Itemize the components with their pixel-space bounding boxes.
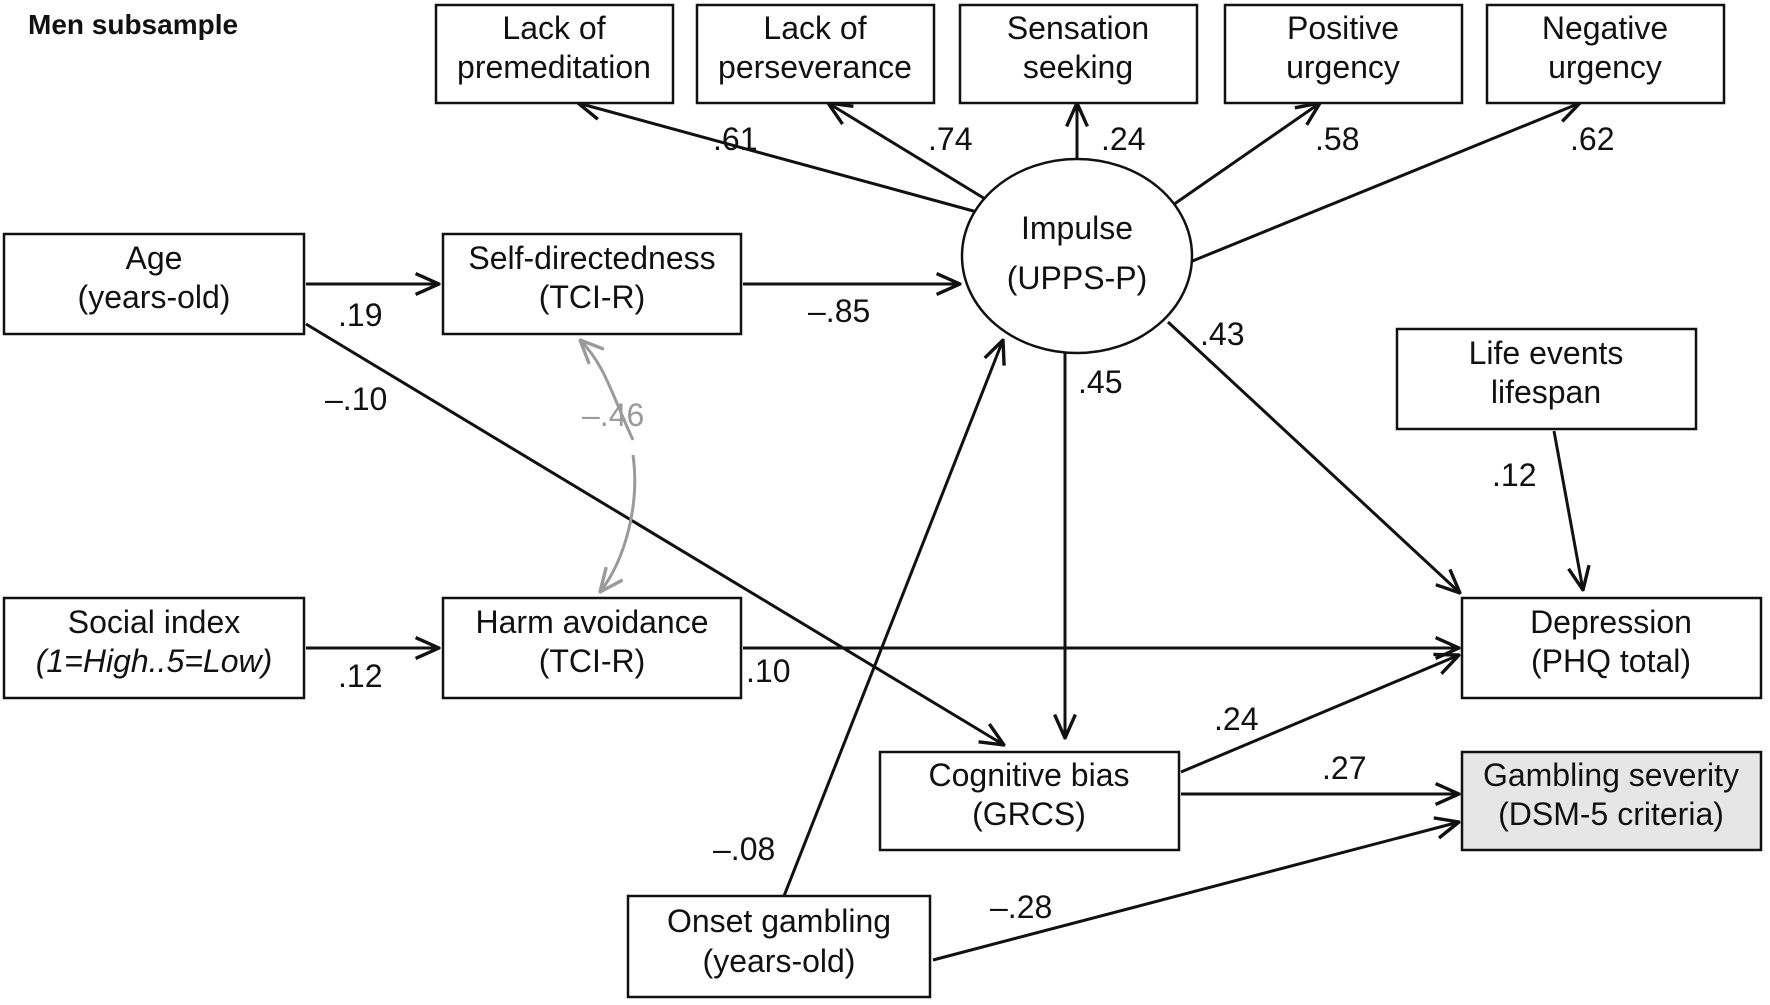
svg-text:Life events: Life events bbox=[1469, 335, 1624, 371]
coef-life-events-depression: .12 bbox=[1492, 457, 1536, 493]
coef-harm-depression: .10 bbox=[746, 653, 790, 689]
svg-text:urgency: urgency bbox=[1286, 49, 1400, 85]
edge-life-events-depression bbox=[1552, 430, 1583, 590]
svg-text:seeking: seeking bbox=[1023, 49, 1133, 85]
coef-onset-impulse: –.08 bbox=[713, 831, 775, 867]
coefficient-labels: .61 .74 .24 .58 .62 .19 –.85 –.10 –.46 .… bbox=[325, 121, 1614, 925]
node-gambling-severity: Gambling severity (DSM-5 criteria) bbox=[1460, 750, 1763, 852]
svg-text:(PHQ total): (PHQ total) bbox=[1531, 643, 1691, 679]
node-negative-urgency: Negative urgency bbox=[1485, 3, 1726, 105]
coef-self-dir-impulse: –.85 bbox=[808, 293, 870, 329]
svg-text:(years-old): (years-old) bbox=[78, 279, 231, 315]
diagram-title: Men subsample bbox=[28, 9, 238, 40]
svg-text:Age: Age bbox=[126, 240, 183, 276]
coef-impulse-cog-bias: .45 bbox=[1078, 364, 1122, 400]
svg-text:Depression: Depression bbox=[1530, 604, 1692, 640]
svg-text:Lack of: Lack of bbox=[763, 10, 866, 46]
coef-age-self-dir: .19 bbox=[338, 297, 382, 333]
svg-text:(years-old): (years-old) bbox=[703, 943, 856, 979]
coef-impulse-premeditation: .61 bbox=[713, 121, 757, 157]
node-life-events: Life events lifespan bbox=[1395, 327, 1698, 431]
svg-text:perseverance: perseverance bbox=[718, 49, 912, 85]
node-harm-avoidance: Harm avoidance (TCI-R) bbox=[441, 596, 743, 700]
coef-impulse-perseverance: .74 bbox=[928, 121, 972, 157]
svg-text:(GRCS): (GRCS) bbox=[972, 796, 1086, 832]
svg-text:urgency: urgency bbox=[1548, 49, 1662, 85]
node-lack-of-premeditation: Lack of premeditation bbox=[434, 3, 675, 105]
coef-age-cog-bias: –.10 bbox=[325, 381, 387, 417]
edge-impulse-neg-urgency bbox=[1189, 103, 1580, 264]
node-onset-gambling: Onset gambling (years-old) bbox=[626, 894, 932, 999]
node-social-index: Social index (1=High..5=Low) bbox=[2, 596, 306, 700]
svg-text:Negative: Negative bbox=[1542, 10, 1668, 46]
edge-onset-impulse bbox=[782, 340, 1003, 897]
edge-cog-bias-depression bbox=[1180, 655, 1459, 774]
svg-text:(1=High..5=Low): (1=High..5=Low) bbox=[36, 643, 273, 679]
svg-text:premeditation: premeditation bbox=[457, 49, 651, 85]
node-sensation-seeking: Sensation seeking bbox=[958, 3, 1199, 105]
svg-text:Impulse: Impulse bbox=[1021, 210, 1133, 246]
svg-text:(TCI-R): (TCI-R) bbox=[539, 279, 646, 315]
edge-correlation-to-harm bbox=[600, 454, 637, 592]
svg-text:Onset gambling: Onset gambling bbox=[667, 903, 891, 939]
edge-age-cog-bias bbox=[305, 322, 1004, 745]
svg-text:Lack of: Lack of bbox=[502, 10, 605, 46]
edge-impulse-pos-urgency bbox=[1169, 103, 1320, 209]
node-lack-of-perseverance: Lack of perseverance bbox=[695, 3, 936, 105]
svg-text:(DSM-5 criteria): (DSM-5 criteria) bbox=[1498, 796, 1724, 832]
svg-text:Social index: Social index bbox=[68, 604, 241, 640]
node-positive-urgency: Positive urgency bbox=[1223, 3, 1464, 105]
coef-onset-gambling: –.28 bbox=[990, 889, 1052, 925]
node-cognitive-bias: Cognitive bias (GRCS) bbox=[878, 750, 1181, 852]
coef-impulse-sensation: .24 bbox=[1101, 121, 1145, 157]
edge-impulse-perseverance bbox=[828, 103, 1001, 210]
edges bbox=[305, 103, 1583, 962]
edge-impulse-premeditation bbox=[578, 103, 978, 214]
edge-impulse-depression bbox=[1166, 320, 1460, 593]
svg-text:Positive: Positive bbox=[1287, 10, 1399, 46]
nodes: Lack of premeditation Lack of perseveran… bbox=[2, 3, 1763, 999]
svg-text:Cognitive bias: Cognitive bias bbox=[929, 757, 1130, 793]
svg-text:lifespan: lifespan bbox=[1491, 374, 1601, 410]
edge-onset-gambling bbox=[932, 822, 1459, 962]
svg-text:Self-directedness: Self-directedness bbox=[468, 240, 715, 276]
svg-text:Sensation: Sensation bbox=[1007, 10, 1149, 46]
coef-cog-bias-gambling: .27 bbox=[1322, 750, 1366, 786]
svg-text:(UPPS-P): (UPPS-P) bbox=[1007, 260, 1147, 296]
svg-text:(TCI-R): (TCI-R) bbox=[539, 643, 646, 679]
coef-impulse-pos-urgency: .58 bbox=[1315, 121, 1359, 157]
svg-text:Gambling severity: Gambling severity bbox=[1483, 757, 1739, 793]
coef-cog-bias-depression: .24 bbox=[1214, 701, 1258, 737]
coef-self-dir-harm-correlation: –.46 bbox=[582, 397, 644, 433]
node-self-directedness: Self-directedness (TCI-R) bbox=[441, 232, 743, 336]
coef-impulse-depression: .43 bbox=[1200, 316, 1244, 352]
edge-correlation-to-self-dir bbox=[580, 340, 635, 441]
svg-text:Harm avoidance: Harm avoidance bbox=[476, 604, 709, 640]
coef-impulse-neg-urgency: .62 bbox=[1570, 121, 1614, 157]
coef-social-harm: .12 bbox=[338, 658, 382, 694]
node-age: Age (years-old) bbox=[2, 232, 306, 336]
node-impulse: Impulse (UPPS-P) bbox=[960, 157, 1194, 355]
node-depression: Depression (PHQ total) bbox=[1460, 596, 1763, 700]
